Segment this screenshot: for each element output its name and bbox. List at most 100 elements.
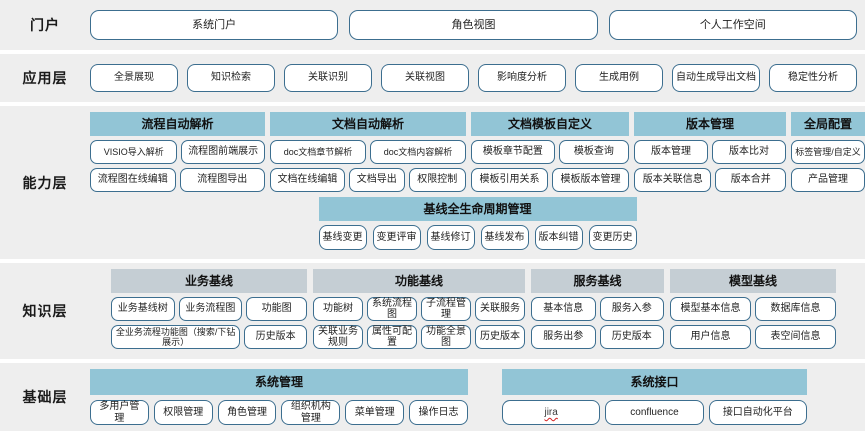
application-item[interactable]: 知识检索: [187, 64, 275, 92]
capability-item[interactable]: 功能全景图: [421, 325, 471, 349]
group-row: 流程图在线编辑流程图导出: [90, 168, 265, 192]
capability-item[interactable]: doc文档章节解析: [270, 140, 366, 164]
group-row: 模板引用关系模板版本管理: [471, 168, 629, 192]
capability-item[interactable]: 功能图: [246, 297, 307, 321]
base-block-title: 系统接口: [502, 369, 807, 395]
group-title: 版本管理: [634, 112, 786, 136]
base-item[interactable]: 角色管理: [217, 400, 277, 425]
capability-item[interactable]: 版本关联信息: [634, 168, 712, 192]
capability-item[interactable]: 历史版本: [599, 325, 664, 349]
group-row: 版本关联信息版本合并: [634, 168, 786, 192]
group-row: 标签管理/自定义: [791, 140, 865, 164]
base-body: 系统管理多用户管理权限管理角色管理组织机构管理菜单管理操作日志 系统接口 jira c…: [90, 363, 865, 431]
capability-item[interactable]: 表空间信息: [755, 325, 836, 349]
baseline-lifecycle-block: 基线全生命周期管理 基线变更变更评审基线修订基线发布版本纠错变更历史: [318, 197, 637, 250]
capability-item[interactable]: 权限控制: [408, 168, 466, 192]
group-column: 文档模板自定义模板章节配置模板查询模板引用关系模板版本管理: [471, 112, 629, 192]
group-title: 业务基线: [111, 269, 307, 293]
capability-item[interactable]: 流程图在线编辑: [90, 168, 176, 192]
group-row: 文档在线编辑文档导出权限控制: [270, 168, 466, 192]
base-item[interactable]: 操作日志: [409, 400, 468, 425]
knowledge-body: 业务基线业务基线树业务流程图功能图全业务流程功能图（搜索/下钻展示）历史版本功能…: [90, 263, 865, 359]
base-item[interactable]: 接口自动化平台: [708, 400, 807, 425]
capability-item[interactable]: 版本管理: [634, 140, 708, 164]
group-column: 服务基线基本信息服务入参服务出参历史版本: [531, 269, 664, 349]
capability-item[interactable]: 系统流程图: [367, 297, 417, 321]
capability-item[interactable]: 历史版本: [475, 325, 525, 349]
capability-item[interactable]: 文档在线编辑: [270, 168, 345, 192]
application-item[interactable]: 关联识别: [284, 64, 372, 92]
lifecycle-item[interactable]: 基线变更: [318, 225, 367, 250]
base-item[interactable]: 多用户管理: [90, 400, 149, 425]
group-title: 全局配置: [791, 112, 865, 136]
group-row: 功能树系统流程图子流程管理关联服务: [313, 297, 525, 321]
capability-item[interactable]: 业务基线树: [111, 297, 175, 321]
jira-item[interactable]: jira: [502, 400, 601, 425]
baseline-lifecycle-items: 基线变更变更评审基线修订基线发布版本纠错变更历史: [318, 225, 637, 250]
application-item[interactable]: 稳定性分析: [769, 64, 857, 92]
group-row: 全业务流程功能图（搜索/下钻展示）历史版本: [111, 325, 307, 349]
capability-item[interactable]: 模板查询: [558, 140, 629, 164]
capability-item[interactable]: 业务流程图: [178, 297, 243, 321]
layer-label-capability: 能力层: [22, 174, 68, 191]
capability-item[interactable]: 文档导出: [348, 168, 405, 192]
capability-item[interactable]: 服务出参: [531, 325, 596, 349]
application-item[interactable]: 自动生成导出文档: [672, 64, 760, 92]
capability-item[interactable]: 属性可配置: [367, 325, 417, 349]
base-item[interactable]: 组织机构管理: [281, 400, 341, 425]
group-title: 模型基线: [670, 269, 836, 293]
lifecycle-item[interactable]: 变更历史: [588, 225, 637, 250]
capability-item[interactable]: 历史版本: [244, 325, 307, 349]
portal-item[interactable]: 系统门户: [90, 10, 339, 40]
jira-label: jira: [544, 406, 558, 418]
base-item[interactable]: 菜单管理: [345, 400, 405, 425]
capability-item[interactable]: 数据库信息: [755, 297, 836, 321]
capability-item[interactable]: 服务入参: [599, 297, 664, 321]
capability-item[interactable]: 关联业务规则: [313, 325, 363, 349]
portal-item[interactable]: 角色视图: [349, 10, 598, 40]
group-row: 产品管理: [791, 168, 865, 192]
capability-item[interactable]: 标签管理/自定义: [791, 140, 865, 164]
application-item[interactable]: 全景展现: [90, 64, 178, 92]
capability-item[interactable]: VISIO导入解析: [90, 140, 178, 164]
capability-item[interactable]: 流程图导出: [179, 168, 265, 192]
lifecycle-item[interactable]: 基线修订: [426, 225, 475, 250]
capability-item[interactable]: 模型基本信息: [670, 297, 751, 321]
lifecycle-item[interactable]: 基线发布: [480, 225, 529, 250]
capability-item[interactable]: 模板引用关系: [471, 168, 548, 192]
group-row: 版本管理版本比对: [634, 140, 786, 164]
capability-item[interactable]: 关联服务: [475, 297, 525, 321]
capability-item[interactable]: doc文档内容解析: [370, 140, 466, 164]
baseline-lifecycle-title: 基线全生命周期管理: [318, 197, 637, 221]
application-item[interactable]: 生成用例: [575, 64, 663, 92]
group-title: 服务基线: [531, 269, 664, 293]
application-item[interactable]: 影响度分析: [478, 64, 566, 92]
confluence-item[interactable]: confluence: [605, 400, 704, 425]
capability-item[interactable]: 产品管理: [791, 168, 865, 192]
capability-item[interactable]: 子流程管理: [421, 297, 471, 321]
capability-item[interactable]: 基本信息: [531, 297, 596, 321]
capability-item[interactable]: 流程图前端展示: [181, 140, 265, 164]
capability-item[interactable]: 模板章节配置: [471, 140, 555, 164]
lifecycle-item[interactable]: 版本纠错: [534, 225, 583, 250]
group-row: 用户信息表空间信息: [670, 325, 836, 349]
capability-item[interactable]: 用户信息: [670, 325, 751, 349]
lifecycle-item[interactable]: 变更评审: [372, 225, 421, 250]
capability-item[interactable]: 版本合并: [715, 168, 786, 192]
layer-label-knowledge: 知识层: [22, 303, 68, 319]
base-block-items: 多用户管理权限管理角色管理组织机构管理菜单管理操作日志: [90, 400, 468, 425]
capability-item[interactable]: 功能树: [313, 297, 363, 321]
portal-item[interactable]: 个人工作空间: [608, 10, 857, 40]
capability-item[interactable]: 全业务流程功能图（搜索/下钻展示）: [111, 325, 241, 349]
application-item[interactable]: 关联视图: [381, 64, 469, 92]
layer-label-application: 应用层: [22, 70, 68, 86]
group-title: 文档自动解析: [270, 112, 466, 136]
base-item[interactable]: 权限管理: [153, 400, 213, 425]
layer-band-portal: 门户 系统门户 角色视图 个人工作空间: [0, 0, 865, 50]
base-block-title: 系统管理: [90, 369, 468, 395]
capability-item[interactable]: 模板版本管理: [552, 168, 629, 192]
capability-item[interactable]: 版本比对: [712, 140, 786, 164]
